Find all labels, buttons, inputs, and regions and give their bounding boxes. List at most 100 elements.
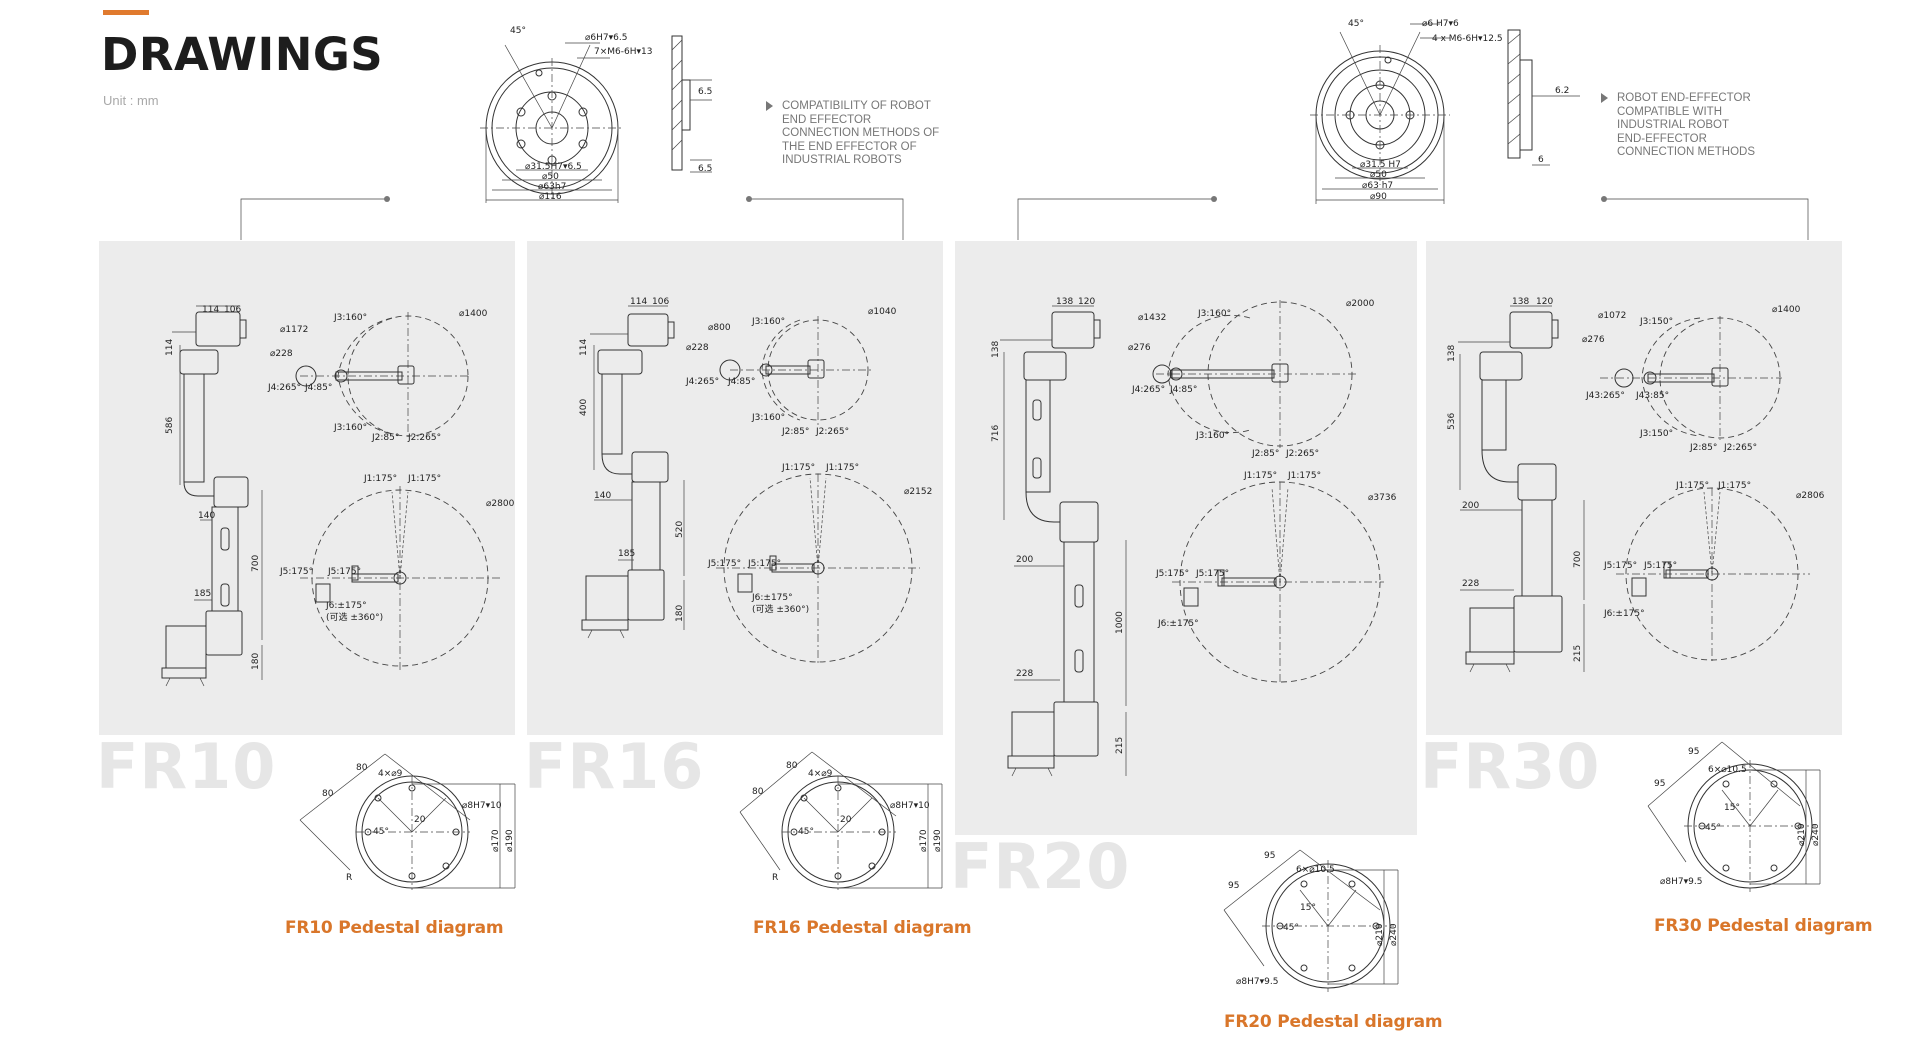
svg-text:⌀276: ⌀276 — [1128, 343, 1151, 353]
svg-text:400: 400 — [579, 399, 589, 416]
svg-text:45°: 45° — [798, 827, 814, 837]
flange-right-front: 45° ⌀6 H7▾6 4 x M6-6H▾12.5 ⌀31.5 H7 ⌀50 … — [1310, 19, 1503, 204]
flange-left-d2: ⌀50 — [542, 172, 559, 182]
svg-text:⌀2806: ⌀2806 — [1796, 491, 1825, 501]
svg-text:120: 120 — [1536, 297, 1553, 307]
pedestal-diagram-fr10: 4×⌀9 ⌀8H7▾10 ⌀170 ⌀190 45° 20 80 80 R — [299, 753, 516, 890]
svg-text:20: 20 — [414, 815, 426, 825]
svg-text:⌀276: ⌀276 — [1582, 335, 1605, 345]
svg-text:J5:175°: J5:175° — [707, 559, 741, 569]
svg-text:140: 140 — [594, 491, 611, 501]
flange-right-d3: ⌀63 h7 — [1362, 181, 1393, 191]
svg-text:J1:175°: J1:175° — [1675, 481, 1709, 491]
svg-text:⌀2152: ⌀2152 — [904, 487, 932, 497]
flange-right-side-a: 6.2 — [1555, 86, 1569, 96]
svg-text:J43:85°: J43:85° — [1635, 391, 1669, 401]
flange-left-d3: ⌀63h7 — [538, 182, 566, 192]
svg-text:4×⌀9: 4×⌀9 — [378, 769, 403, 779]
svg-text:185: 185 — [618, 549, 635, 559]
svg-text:6×⌀10.5: 6×⌀10.5 — [1296, 865, 1335, 875]
svg-text:J2:85°: J2:85° — [1251, 449, 1279, 459]
flange-right-hole-b: 4 x M6-6H▾12.5 — [1432, 34, 1503, 44]
svg-text:J6:±175°: J6:±175° — [1157, 619, 1199, 629]
svg-text:⌀800: ⌀800 — [708, 323, 731, 333]
svg-text:80: 80 — [752, 787, 764, 797]
svg-text:180: 180 — [251, 653, 261, 670]
svg-text:⌀170: ⌀170 — [491, 829, 501, 852]
flange-left-side-b: 6.5 — [698, 164, 712, 174]
svg-text:J3:150°: J3:150° — [1639, 429, 1673, 439]
svg-text:536: 536 — [1447, 413, 1457, 430]
svg-text:⌀2800: ⌀2800 — [486, 499, 515, 509]
unit-label: Unit : mm — [103, 93, 159, 108]
svg-text:138: 138 — [1512, 297, 1529, 307]
reach-large-view-fr20: ⌀3736 J1:175° J1:175° J5:175° J5:175° J6… — [1155, 471, 1397, 684]
svg-text:200: 200 — [1016, 555, 1033, 565]
svg-text:(可选 ±360°): (可选 ±360°) — [326, 611, 383, 623]
svg-text:J4:265°: J4:265° — [1131, 385, 1165, 395]
svg-text:J4:85°: J4:85° — [727, 377, 755, 387]
svg-text:J3:160°: J3:160° — [751, 317, 785, 327]
svg-text:138: 138 — [991, 341, 1001, 358]
svg-text:J2:265°: J2:265° — [1723, 443, 1757, 453]
pedestal-diagram-fr20: 6×⌀10.5 ⌀8H7▾9.5 ⌀210 ⌀240 45° 15° 95 95 — [1223, 849, 1399, 992]
svg-text:⌀190: ⌀190 — [933, 829, 943, 852]
svg-text:(可选 ±360°): (可选 ±360°) — [752, 603, 809, 615]
svg-text:J6:±175°: J6:±175° — [325, 601, 367, 611]
svg-text:215: 215 — [1573, 645, 1583, 662]
svg-text:215: 215 — [1115, 737, 1125, 754]
svg-text:1000: 1000 — [1115, 611, 1125, 634]
robot-side-view-fr16: 114 106 114 400 520 180 140 185 — [579, 297, 685, 639]
svg-text:106: 106 — [224, 305, 241, 315]
flange-left-hole-b: 7×M6-6H▾13 — [594, 47, 652, 57]
svg-text:J2:85°: J2:85° — [1689, 443, 1717, 453]
robot-side-view-fr20: 138 120 138 716 1000 215 200 228 — [991, 297, 1127, 777]
reach-large-view-fr16: ⌀2152 J1:175° J1:175° J5:175° J5:175° J6… — [707, 463, 932, 664]
svg-text:114: 114 — [165, 339, 175, 356]
svg-text:J3:160°: J3:160° — [333, 423, 367, 433]
svg-text:228: 228 — [1016, 669, 1033, 679]
flange-right-side-b: 6 — [1538, 155, 1544, 165]
svg-text:80: 80 — [322, 789, 334, 799]
svg-text:80: 80 — [356, 763, 368, 773]
pedestal-diagram-fr16: 4×⌀9 ⌀8H7▾10 ⌀170 ⌀190 45° 20 80 80 R — [739, 751, 943, 890]
svg-text:⌀8H7▾10: ⌀8H7▾10 — [890, 801, 930, 811]
svg-text:J5:175°: J5:175° — [747, 559, 781, 569]
svg-text:120: 120 — [1078, 297, 1095, 307]
reach-large-view-fr30: ⌀2806 J1:175° J1:175° J5:175° J5:175° J6… — [1603, 481, 1825, 662]
svg-text:J3:160°: J3:160° — [1195, 431, 1229, 441]
svg-text:J5:175°: J5:175° — [1603, 561, 1637, 571]
page-title: DRAWINGS — [101, 28, 384, 81]
svg-text:⌀1400: ⌀1400 — [459, 309, 488, 319]
svg-text:95: 95 — [1228, 881, 1239, 891]
svg-text:⌀228: ⌀228 — [686, 343, 709, 353]
svg-text:J3:160°: J3:160° — [1197, 309, 1231, 319]
svg-text:⌀1040: ⌀1040 — [868, 307, 897, 317]
svg-text:95: 95 — [1654, 779, 1665, 789]
flange-right-side: 6.2 6 — [1507, 29, 1580, 166]
svg-text:95: 95 — [1264, 851, 1275, 861]
svg-text:J1:175°: J1:175° — [407, 474, 441, 484]
connector-lines — [240, 196, 1809, 240]
flange-left-front: 45° ⌀6H7▾6.5 7×M6-6H▾13 ⌀31.5H7▾6.5 ⌀50 … — [480, 26, 652, 203]
flange-right-angle: 45° — [1348, 19, 1364, 29]
svg-text:15°: 15° — [1300, 903, 1316, 913]
reach-large-view-fr10: ⌀2800 J1:175° J1:175° J5:175° J5:175° J6… — [279, 474, 515, 672]
svg-text:700: 700 — [251, 555, 261, 572]
svg-text:⌀1400: ⌀1400 — [1772, 305, 1801, 315]
svg-text:138: 138 — [1447, 345, 1457, 362]
flange-left-side-a: 6.5 — [698, 87, 712, 97]
flange-left-hole-a: ⌀6H7▾6.5 — [585, 33, 627, 43]
svg-text:J1:175°: J1:175° — [1243, 471, 1277, 481]
svg-text:J3:160°: J3:160° — [751, 413, 785, 423]
svg-text:⌀210: ⌀210 — [1375, 923, 1385, 946]
svg-text:⌀170: ⌀170 — [919, 829, 929, 852]
svg-text:J1:175°: J1:175° — [363, 474, 397, 484]
svg-text:J6:±175°: J6:±175° — [751, 593, 793, 603]
reach-top-view-fr16: ⌀1040 ⌀800 ⌀228 J3:160° J3:160° J4:265° … — [685, 307, 897, 437]
svg-text:J2:265°: J2:265° — [407, 433, 441, 443]
svg-text:520: 520 — [675, 521, 685, 538]
panel-fr30 — [1426, 241, 1842, 735]
